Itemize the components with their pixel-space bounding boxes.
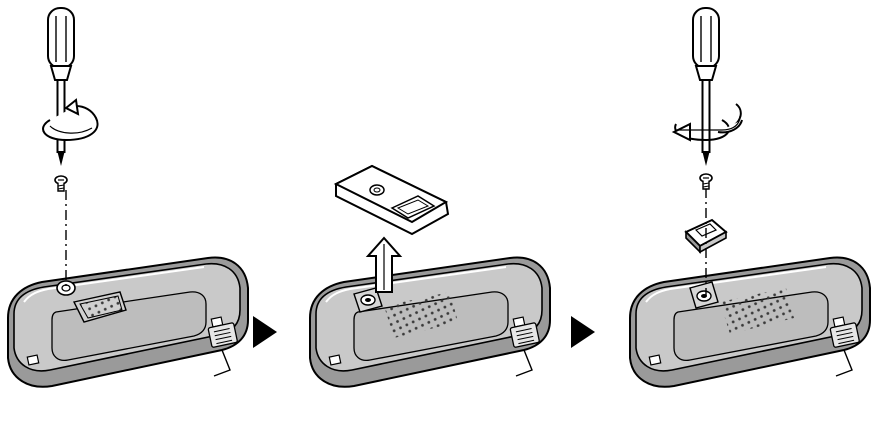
- rotate-ccw-arrow: [43, 100, 97, 140]
- step-2-illustration: [310, 166, 550, 387]
- step-3-illustration: [630, 8, 870, 387]
- handset-2: [310, 258, 550, 387]
- removed-cover: [336, 166, 448, 234]
- handset-1: [8, 258, 248, 387]
- step-1-illustration: [8, 8, 248, 387]
- handset-3: [630, 258, 870, 387]
- screwdriver-1: [48, 8, 74, 166]
- screwdriver-3: [693, 8, 719, 166]
- screw-3: [700, 174, 712, 189]
- screw-1: [55, 176, 67, 191]
- step-arrow-icon-2: [571, 316, 595, 348]
- step-arrow-icon: [253, 316, 277, 348]
